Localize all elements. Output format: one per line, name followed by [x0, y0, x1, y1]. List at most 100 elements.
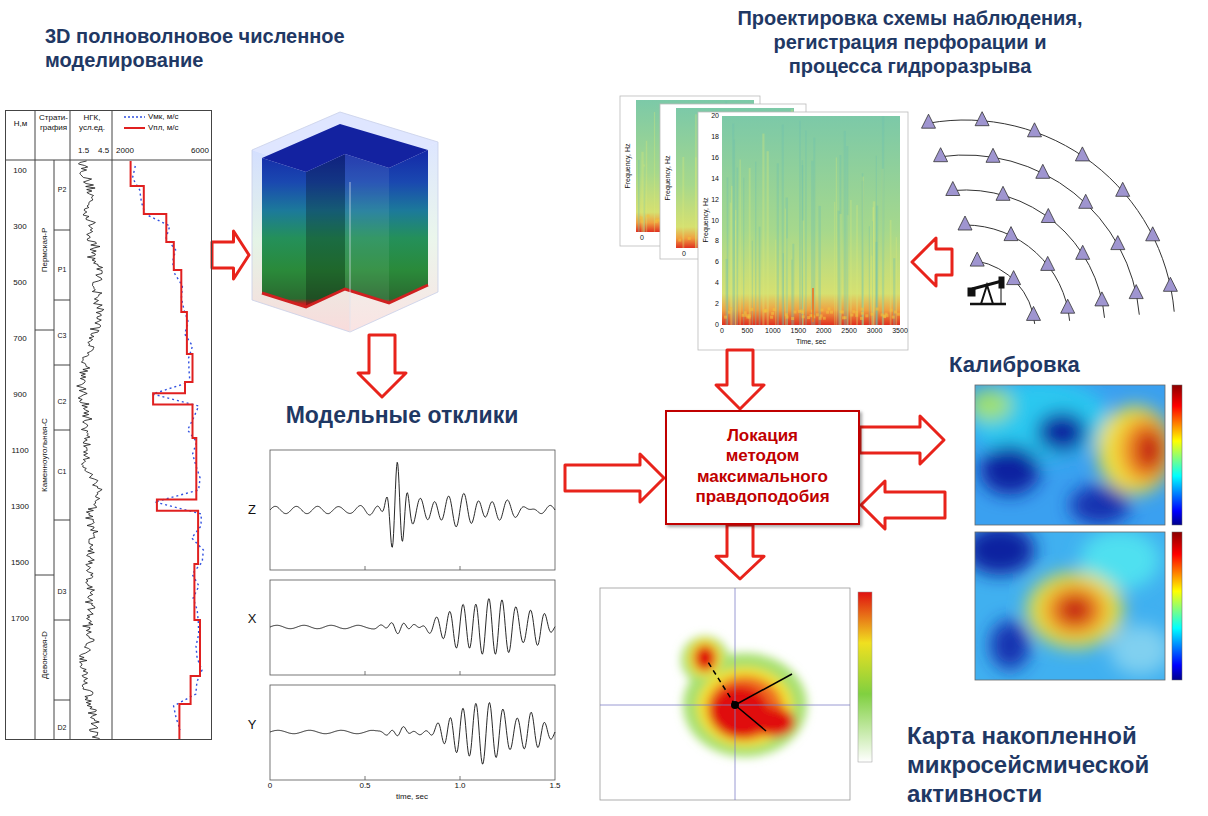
spectrogram-speckle	[801, 311, 804, 314]
receiver-symbol	[1007, 271, 1021, 285]
figure-part	[5, 160, 212, 161]
spectrogram-speckle	[728, 311, 731, 314]
axis-label: 0	[640, 234, 644, 241]
figure-part	[1121, 418, 1165, 482]
spectrogram-streak	[737, 168, 739, 325]
section-heading: Проектировка схемы наблюдения, регистрац…	[725, 6, 1095, 78]
section-heading: НГК, усл.ед.	[71, 113, 113, 132]
axis-label: 14	[711, 175, 719, 182]
receiver-symbol	[1111, 236, 1125, 250]
figure-part	[708, 662, 735, 705]
axis-label: 12	[711, 196, 719, 203]
figure-part	[389, 150, 428, 303]
model-panel: 3D полноволновое численное моделирование	[250, 20, 440, 335]
spectrogram-speckle	[821, 309, 824, 312]
figure-part	[1037, 412, 1087, 452]
waveform-axes	[270, 450, 555, 780]
spectrogram-streak	[735, 210, 736, 325]
spectrogram-streak	[695, 114, 697, 248]
block-arrow	[358, 335, 406, 397]
axis-title: Frequency, Hz	[702, 198, 709, 243]
receiver-symbol	[1061, 299, 1075, 313]
figure-part	[1001, 288, 1002, 304]
axis-label: 4	[715, 279, 719, 286]
receiver-symbol	[1163, 277, 1177, 291]
figure-part	[999, 277, 1004, 288]
spectrogram-speckle	[852, 310, 855, 313]
figure-part	[735, 705, 766, 731]
calibration-heatmap	[975, 385, 1165, 525]
spectrogram-speckle	[894, 311, 897, 314]
figure-part	[35, 110, 36, 740]
spectrogram-streak	[695, 157, 697, 248]
axis-label: 2	[715, 300, 719, 307]
spectrogram-streak	[811, 161, 813, 325]
axis-label: 2500	[841, 327, 857, 334]
block-arrow	[860, 416, 944, 464]
heatmap-frame	[975, 532, 1165, 680]
spectrogram-streak	[749, 168, 751, 325]
spectrogram-speckle	[883, 315, 886, 318]
spectrogram-speckle	[865, 314, 868, 317]
layered-model-3d	[252, 112, 438, 332]
log-grid	[5, 110, 212, 740]
receiver-symbol	[996, 186, 1010, 200]
axis-label: 500	[13, 279, 26, 287]
figure-part	[735, 674, 792, 705]
spectrogram-speckle	[830, 311, 833, 314]
axis-label: D3	[58, 588, 67, 595]
figure-part	[54, 430, 70, 431]
receiver-symbol	[934, 148, 948, 162]
heatmap-frame	[975, 385, 1165, 525]
spectrogram-streak	[777, 163, 779, 325]
axis-label: C1	[58, 468, 67, 475]
figure-part	[270, 580, 555, 675]
spectrogram-streak	[862, 173, 863, 325]
spectrogram-streak	[752, 241, 753, 325]
axis-label: 300	[13, 223, 26, 231]
spectrogram-speckle	[786, 316, 789, 319]
acquisition-panel: Проектировка схемы наблюдения, регистрац…	[615, 6, 1205, 350]
spectrogram-streak	[740, 160, 741, 326]
figure-part	[975, 389, 1012, 421]
spectrogram-streak	[762, 134, 764, 325]
figure-part	[972, 281, 1002, 289]
section-heading: Калибровка	[949, 352, 1199, 378]
spectrogram-speckle	[794, 311, 797, 314]
axis-label: 1700	[11, 615, 29, 623]
waveforms	[270, 462, 555, 764]
figure-part	[252, 112, 438, 332]
spectrogram-speckle	[729, 307, 732, 310]
spectrogram-speckle	[819, 317, 822, 320]
axis-title: Frequency, Hz	[664, 156, 671, 201]
figure-part	[262, 285, 428, 307]
spectrogram-streak	[882, 116, 884, 325]
figure-part	[54, 230, 70, 231]
map-frame	[600, 588, 850, 800]
colorbar	[858, 592, 872, 762]
spectrogram-speckle	[802, 315, 805, 318]
block-arrow	[212, 231, 249, 279]
figure-part	[306, 154, 345, 307]
axis-label: Z	[248, 503, 256, 516]
legend-sample-dotted	[124, 116, 145, 118]
figure-part	[54, 365, 70, 366]
figure-part	[345, 154, 389, 303]
spectrogram-streak	[839, 155, 841, 325]
spectrogram-speckle	[763, 309, 766, 312]
calibration-heatmap	[975, 532, 1165, 680]
figure-part	[1027, 572, 1123, 648]
figure-part	[1137, 430, 1163, 470]
receiver-symbol	[958, 216, 972, 230]
receiver-line	[929, 120, 1175, 312]
colorbar	[1172, 385, 1182, 525]
axis-label: Vмк, м/с	[148, 113, 179, 121]
spectrogram-streak	[787, 238, 788, 325]
legend-sample-line	[124, 127, 145, 129]
figure-part	[460, 671, 461, 675]
receiver-symbol	[986, 148, 1000, 162]
receiver-line	[953, 190, 1105, 318]
axis-label: time, sec	[396, 793, 428, 801]
axis-label: 0	[715, 321, 719, 328]
